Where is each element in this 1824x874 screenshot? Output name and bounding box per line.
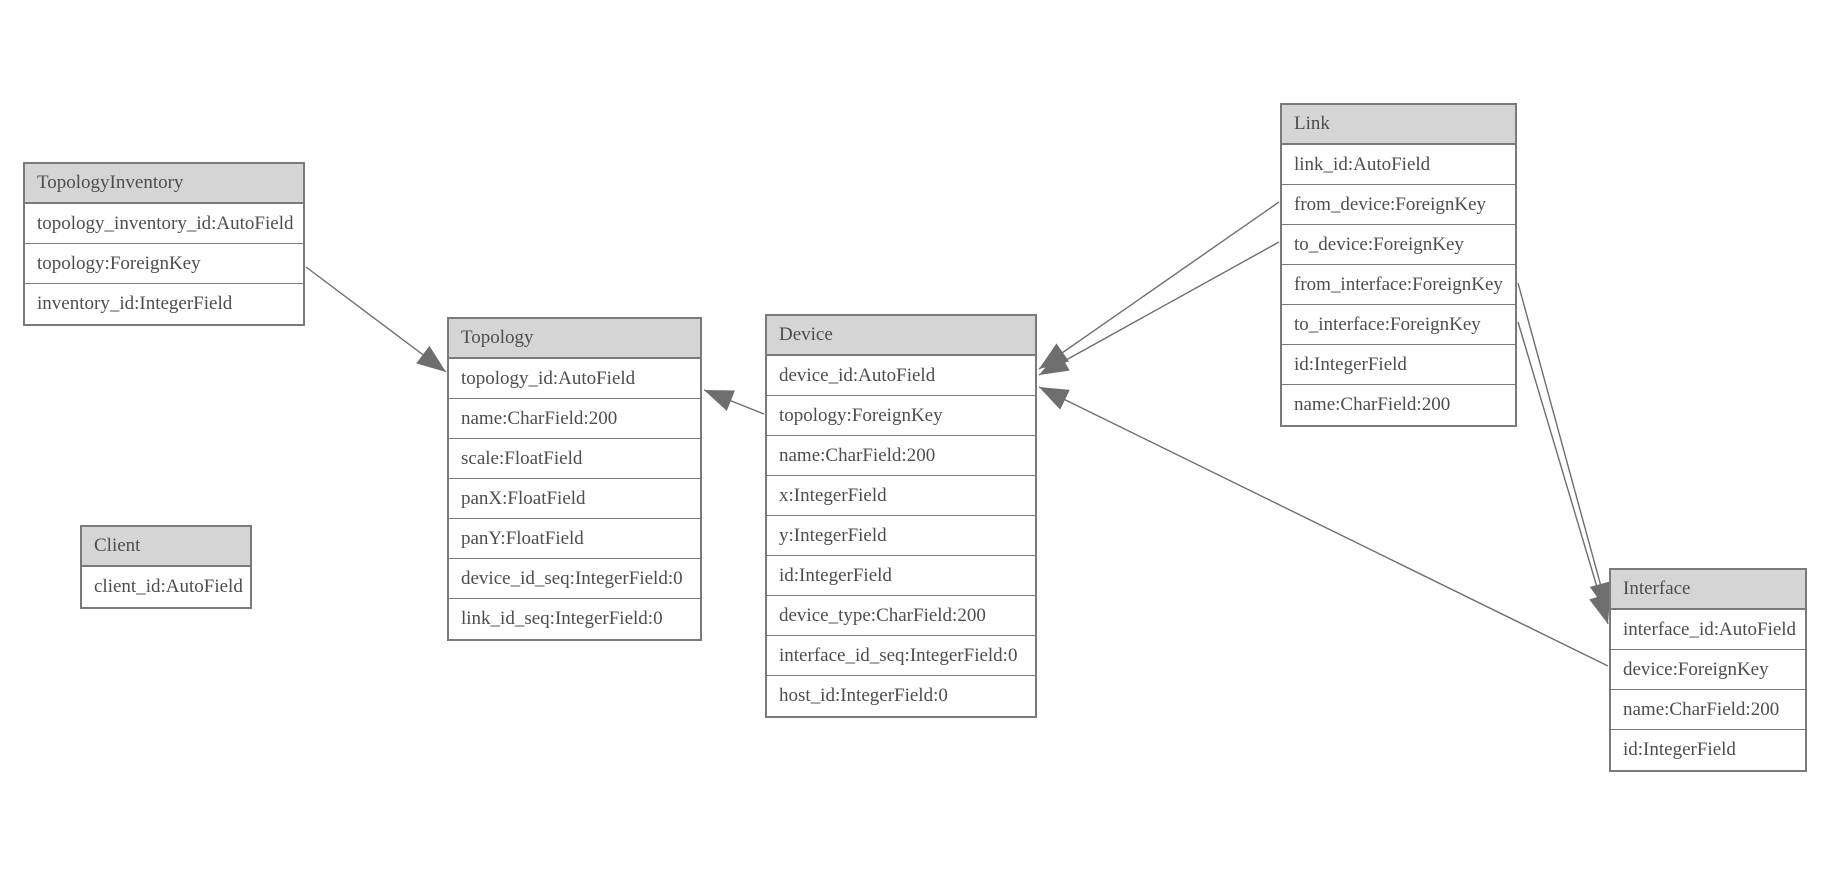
table-row: name:CharField:200: [767, 436, 1035, 476]
table-header-client: Client: [82, 527, 250, 567]
table-row: host_id:IntegerField:0: [767, 676, 1035, 716]
table-row: interface_id_seq:IntegerField:0: [767, 636, 1035, 676]
table-row: name:CharField:200: [1282, 385, 1515, 425]
table-header-topology: Topology: [449, 319, 700, 359]
table-row: panY:FloatField: [449, 519, 700, 559]
edge-interface-device: [1038, 386, 1609, 667]
table-row: interface_id:AutoField: [1611, 610, 1805, 650]
table-row: device:ForeignKey: [1611, 650, 1805, 690]
edge-ti-topology: [305, 266, 447, 373]
table-row: id:IntegerField: [1282, 345, 1515, 385]
edge-link-from-device: [1038, 201, 1280, 370]
table-row: from_device:ForeignKey: [1282, 185, 1515, 225]
table-header-device: Device: [767, 316, 1035, 356]
edge-link-from-interface: [1517, 282, 1611, 613]
table-row: id:IntegerField: [1611, 730, 1805, 770]
table-row: x:IntegerField: [767, 476, 1035, 516]
table-row: topology:ForeignKey: [767, 396, 1035, 436]
table-row: link_id:AutoField: [1282, 145, 1515, 185]
table-row: scale:FloatField: [449, 439, 700, 479]
table-row: name:CharField:200: [449, 399, 700, 439]
edge-link-to-interface: [1517, 321, 1611, 625]
table-row: device_id_seq:IntegerField:0: [449, 559, 700, 599]
table-row: from_interface:ForeignKey: [1282, 265, 1515, 305]
table-row: client_id:AutoField: [82, 567, 250, 607]
table-row: inventory_id:IntegerField: [25, 284, 303, 324]
table-row: panX:FloatField: [449, 479, 700, 519]
table-row: topology_id:AutoField: [449, 359, 700, 399]
table-row: link_id_seq:IntegerField:0: [449, 599, 700, 639]
edge-device-topology: [703, 389, 765, 415]
table-row: y:IntegerField: [767, 516, 1035, 556]
table-row: device_type:CharField:200: [767, 596, 1035, 636]
table-row: to_device:ForeignKey: [1282, 225, 1515, 265]
table-row: name:CharField:200: [1611, 690, 1805, 730]
table-row: device_id:AutoField: [767, 356, 1035, 396]
table-header-topology_inventory: TopologyInventory: [25, 164, 303, 204]
table-row: to_interface:ForeignKey: [1282, 305, 1515, 345]
table-row: id:IntegerField: [767, 556, 1035, 596]
edge-link-to-device: [1038, 241, 1280, 376]
table-row: topology_inventory_id:AutoField: [25, 204, 303, 244]
table-header-interface: Interface: [1611, 570, 1805, 610]
table-header-link: Link: [1282, 105, 1515, 145]
table-row: topology:ForeignKey: [25, 244, 303, 284]
